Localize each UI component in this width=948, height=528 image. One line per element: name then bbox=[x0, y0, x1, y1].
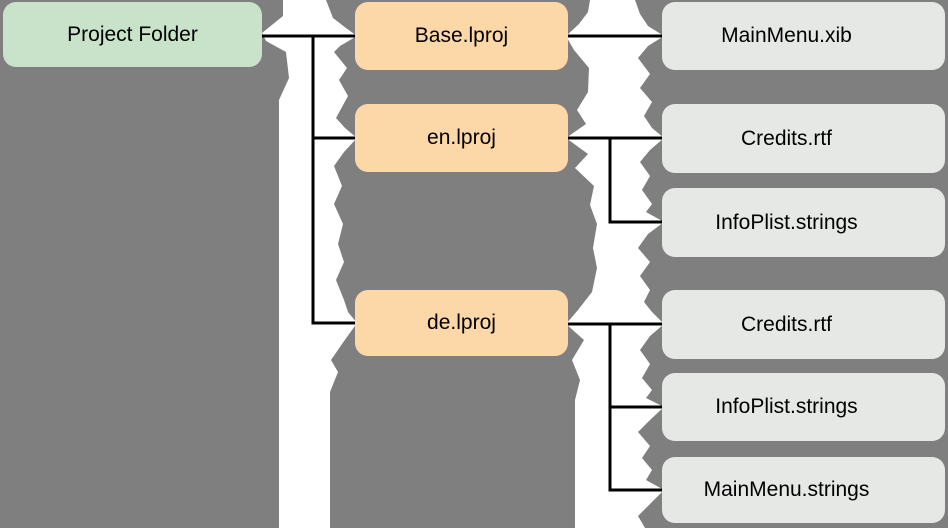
folder-label: en.lproj bbox=[427, 126, 496, 149]
folder-node-base-lproj: Base.lproj bbox=[355, 2, 568, 70]
folder-label: de.lproj bbox=[427, 311, 496, 334]
project-folder-label: Project Folder bbox=[67, 22, 198, 46]
folder-label: Base.lproj bbox=[414, 24, 509, 47]
torn-panel-left bbox=[0, 0, 289, 528]
file-label: InfoPlist.strings bbox=[715, 395, 858, 418]
file-label: MainMenu.xib bbox=[721, 24, 852, 47]
file-label: InfoPlist.strings bbox=[715, 210, 858, 234]
folder-node-de-lproj: de.lproj bbox=[355, 290, 568, 356]
file-node-credits-rtf-de: Credits.rtf bbox=[662, 290, 945, 359]
connector-lines bbox=[260, 34, 664, 492]
file-label: Credits.rtf bbox=[740, 312, 832, 336]
torn-panel-middle bbox=[326, 0, 597, 528]
project-folder-node: Project Folder bbox=[3, 2, 262, 67]
file-node-infoplist-strings-en: InfoPlist.strings bbox=[662, 188, 945, 257]
file-label: MainMenu.strings bbox=[703, 478, 870, 501]
file-node-mainmenu-strings-de: MainMenu.strings bbox=[662, 457, 945, 523]
file-node-credits-rtf-en: Credits.rtf bbox=[662, 104, 945, 173]
torn-panel-right bbox=[635, 0, 948, 528]
file-node-mainmenu-xib: MainMenu.xib bbox=[662, 2, 945, 70]
folder-node-en-lproj: en.lproj bbox=[355, 104, 568, 172]
file-label: Credits.rtf bbox=[740, 126, 832, 150]
file-node-infoplist-strings-de: InfoPlist.strings bbox=[662, 373, 945, 441]
